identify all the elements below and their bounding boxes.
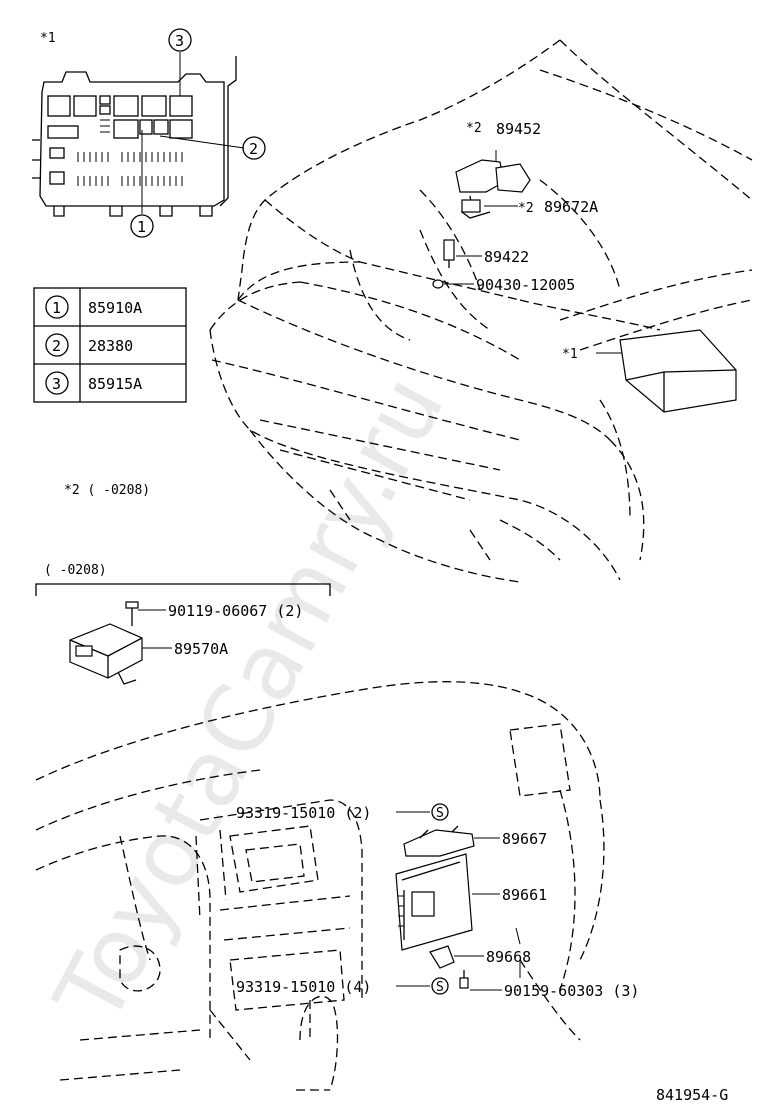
module-89570A bbox=[69, 623, 143, 685]
bracket-label: ( -0208) bbox=[44, 563, 107, 578]
part-89672A: 89672A bbox=[544, 198, 598, 216]
note-star1-top: *1 bbox=[40, 31, 56, 46]
legend-part-1: 85910A bbox=[88, 299, 142, 317]
callout-1-circle bbox=[130, 214, 154, 238]
bolt-90119 bbox=[125, 601, 139, 626]
sensor-89422 bbox=[432, 239, 455, 289]
part-89422: 89422 bbox=[484, 248, 529, 266]
legend-table bbox=[33, 287, 187, 403]
note-star2-b: *2 bbox=[518, 201, 534, 216]
watermark: ToyotaCamry.ru bbox=[34, 359, 465, 1041]
legend-num-1: 1 bbox=[52, 299, 61, 317]
diagram-code: 841954-G bbox=[656, 1086, 728, 1104]
engine-ecu bbox=[619, 329, 737, 413]
part-89661: 89661 bbox=[502, 886, 547, 904]
dashboard-outline bbox=[35, 681, 605, 1091]
note-star2-legend: *2 ( -0208) bbox=[64, 483, 150, 498]
legend-num-2: 2 bbox=[52, 337, 61, 355]
note-star2-a: *2 bbox=[466, 121, 482, 136]
bracket-line bbox=[35, 583, 331, 596]
car-front-outline bbox=[209, 39, 753, 583]
part-89452: 89452 bbox=[496, 120, 541, 138]
bolt-90159 bbox=[459, 970, 469, 989]
ecu-89661 bbox=[395, 853, 473, 951]
note-star1-engine: *1 bbox=[562, 347, 578, 362]
part-89668: 89668 bbox=[486, 948, 531, 966]
part-93319-15010-4: 93319-15010 (4) bbox=[236, 978, 371, 996]
s-mark-bottom: S bbox=[436, 980, 444, 995]
s-clip-top bbox=[431, 803, 449, 821]
part-90159-60303: 90159-60303 (3) bbox=[504, 982, 639, 1000]
callout-1: 1 bbox=[137, 218, 146, 236]
callout-3: 3 bbox=[175, 32, 184, 50]
s-mark-top: S bbox=[436, 806, 444, 821]
part-93319-15010-2: 93319-15010 (2) bbox=[236, 804, 371, 822]
part-90119-06067: 90119-06067 (2) bbox=[168, 602, 303, 620]
callout-2-circle bbox=[242, 136, 266, 160]
legend-part-2: 28380 bbox=[88, 337, 133, 355]
bracket-89668 bbox=[429, 945, 455, 969]
relay-block bbox=[32, 56, 237, 217]
callout-2: 2 bbox=[249, 140, 258, 158]
part-89570A: 89570A bbox=[174, 640, 228, 658]
bracket-89667 bbox=[403, 825, 475, 857]
headlamp-leveling-sensor bbox=[455, 159, 531, 219]
part-89667: 89667 bbox=[502, 830, 547, 848]
part-90430-12005: 90430-12005 bbox=[476, 276, 575, 294]
s-clip-bottom bbox=[431, 977, 449, 995]
legend-part-3: 85915A bbox=[88, 375, 142, 393]
callout-3-circle bbox=[168, 28, 192, 52]
legend-num-3: 3 bbox=[52, 375, 61, 393]
